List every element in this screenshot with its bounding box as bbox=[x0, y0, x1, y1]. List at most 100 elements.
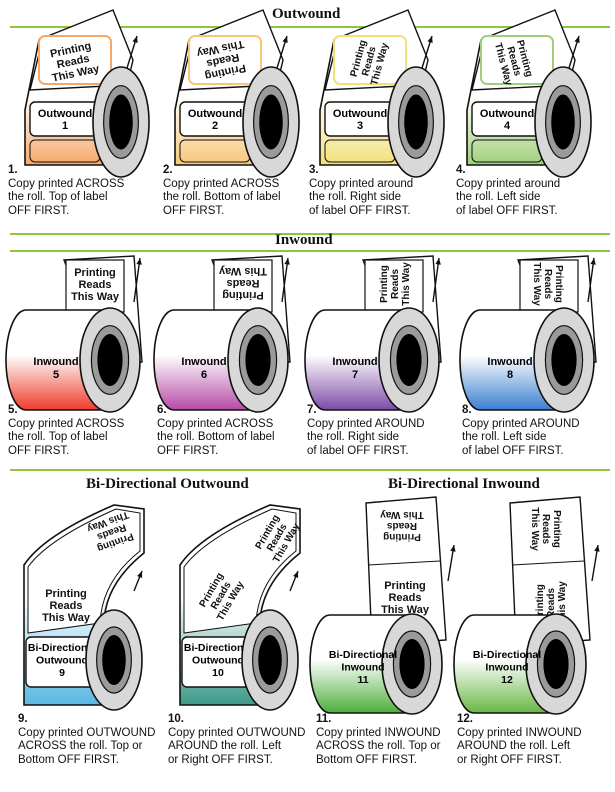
arrow-head bbox=[450, 545, 456, 552]
label-outline bbox=[480, 35, 554, 85]
label-text: This Way bbox=[218, 265, 267, 277]
label-text: Printing bbox=[74, 267, 116, 279]
arrow-head bbox=[574, 36, 580, 43]
roll-name-line: 6 bbox=[201, 369, 207, 381]
roll-hole bbox=[404, 94, 428, 150]
label-leaf bbox=[365, 496, 447, 646]
direction-arrow bbox=[133, 257, 141, 303]
roll-name-line: Bi-Directional bbox=[184, 642, 252, 654]
arrow-head bbox=[282, 36, 288, 43]
top-rule bbox=[10, 26, 610, 28]
label-text: Reads bbox=[78, 279, 111, 291]
label-text: This Way bbox=[557, 581, 568, 625]
roll-hole bbox=[102, 635, 126, 685]
roll-name-line: Inwound bbox=[487, 356, 532, 368]
arrow-head bbox=[293, 571, 299, 578]
roll-name-line: 1 bbox=[62, 120, 68, 132]
roll-hole bbox=[396, 334, 422, 386]
roll-name-line: 10 bbox=[212, 667, 224, 679]
roll-hole bbox=[259, 94, 283, 150]
roll-name-line: Inwound bbox=[332, 356, 377, 368]
rule-outwound-inwound bbox=[10, 233, 610, 235]
label-text: Reads bbox=[49, 600, 82, 612]
roll-hole bbox=[258, 635, 282, 685]
roll-name-line: 8 bbox=[507, 369, 513, 381]
label-text: Reads bbox=[542, 269, 553, 299]
roll-hole bbox=[551, 334, 577, 386]
label-outline bbox=[333, 35, 407, 85]
label-text: Printing bbox=[384, 580, 426, 592]
label-text: This Way bbox=[380, 509, 424, 520]
label-text: This Way bbox=[531, 262, 542, 306]
label-text: This Way bbox=[529, 507, 540, 551]
label-text: Reads bbox=[226, 277, 259, 289]
roll-name-line: Inwound bbox=[33, 356, 78, 368]
label-text: Reads bbox=[546, 588, 557, 618]
label-text: Reads bbox=[390, 269, 401, 299]
label-text: Printing bbox=[551, 510, 562, 548]
label-text: Printing bbox=[222, 289, 264, 301]
label-text: Reads bbox=[388, 592, 421, 604]
label-leaf bbox=[27, 508, 141, 634]
arrow-head bbox=[136, 258, 142, 265]
label-outline bbox=[213, 259, 273, 313]
section-title-inwound: Inwound bbox=[275, 232, 333, 248]
label-text: This Way bbox=[381, 604, 430, 616]
roll-hole bbox=[109, 94, 133, 150]
direction-arrow bbox=[432, 257, 440, 303]
label-text: This Way bbox=[401, 262, 412, 306]
roll-name-line: 12 bbox=[501, 674, 513, 686]
roll-name-line: 3 bbox=[357, 120, 363, 132]
roll-name-line: Bi-Directional bbox=[329, 649, 397, 661]
direction-arrow bbox=[281, 257, 289, 303]
roll-name-line: Outwound bbox=[188, 108, 242, 120]
label-outline bbox=[519, 259, 579, 313]
direction-arrow bbox=[587, 257, 595, 303]
label-divider bbox=[367, 560, 441, 566]
arrow-head bbox=[427, 36, 433, 43]
label-text: Printing bbox=[553, 265, 564, 303]
label-text: Reads bbox=[387, 520, 417, 531]
roll-hole bbox=[97, 334, 123, 386]
section-title-outwound: Outwound bbox=[272, 6, 341, 22]
roll-name-line: Inwound bbox=[341, 662, 384, 674]
roll-name-line: 2 bbox=[212, 120, 218, 132]
rule-bidirectional bbox=[10, 469, 610, 471]
label-text: This Way bbox=[42, 612, 91, 624]
roll-hole bbox=[245, 334, 271, 386]
roll-name-line: Bi-Directional bbox=[473, 649, 541, 661]
roll-name-line: Inwound bbox=[485, 662, 528, 674]
roll-name-line: 9 bbox=[59, 667, 65, 679]
label-text: This Way bbox=[71, 291, 120, 303]
roll-name-line: Outwound bbox=[38, 108, 92, 120]
roll-hole bbox=[399, 639, 425, 689]
roll-name-line: 7 bbox=[352, 369, 358, 381]
roll-name-line: 5 bbox=[53, 369, 59, 381]
roll-name-line: Outwound bbox=[480, 108, 534, 120]
roll-name-line: Bi-Directional bbox=[28, 642, 96, 654]
label-leaf bbox=[509, 496, 591, 646]
arrow-head bbox=[435, 258, 441, 265]
section-title-bi-outwound: Bi-Directional Outwound bbox=[86, 476, 249, 492]
arrow-head bbox=[132, 36, 138, 43]
